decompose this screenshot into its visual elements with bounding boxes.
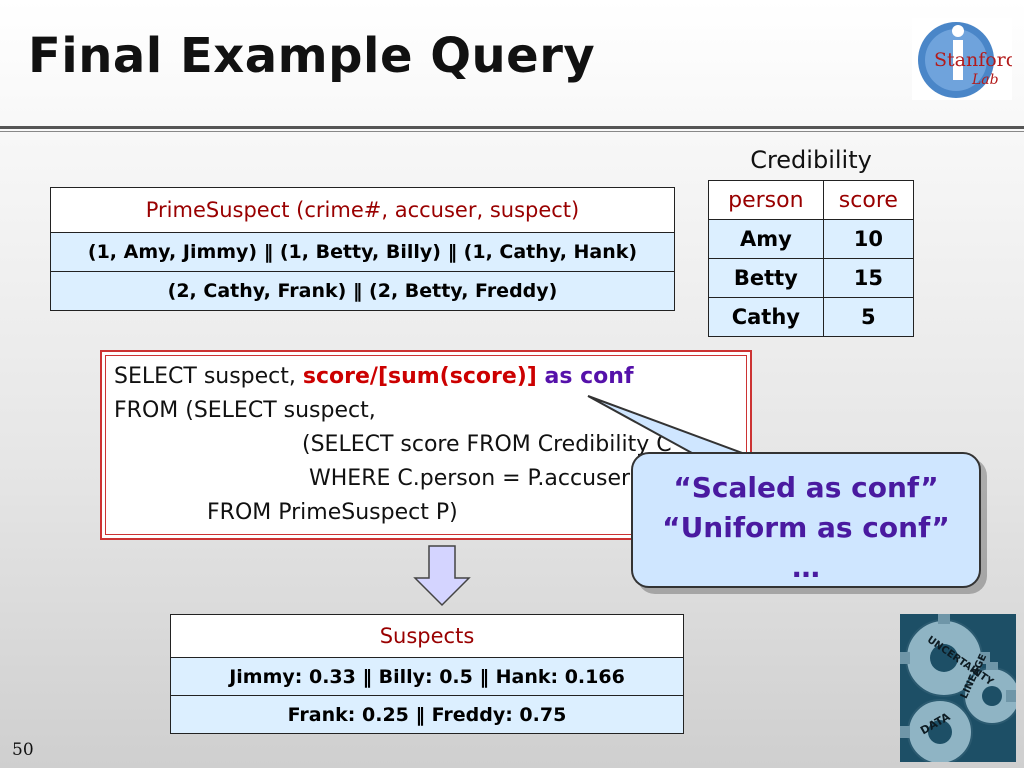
query-select-text: SELECT suspect, [114, 364, 303, 389]
table-row: Betty 15 [708, 258, 915, 298]
down-arrow-icon [413, 545, 471, 607]
table-header-row: PrimeSuspect (crime#, accuser, suspect) [50, 187, 675, 233]
logo-graphic: Stanford Lab [918, 22, 1018, 98]
stanford-lab-logo: Stanford Lab [912, 18, 1018, 100]
page-number: 50 [12, 740, 34, 760]
callout-bubble: “Scaled as conf” “Uniform as conf” … [631, 452, 981, 588]
suspects-table: Suspects Jimmy: 0.33 ‖ Billy: 0.5 ‖ Hank… [170, 614, 684, 734]
slide-title: Final Example Query [28, 28, 596, 84]
table-row: (2, Cathy, Frank) ‖ (2, Betty, Freddy) [50, 271, 675, 311]
column-header: person [708, 180, 824, 220]
table-cell: Jimmy: 0.33 ‖ Billy: 0.5 ‖ Hank: 0.166 [170, 657, 684, 696]
table-header-row: Suspects [170, 614, 684, 658]
table-cell: 10 [822, 219, 915, 259]
query-line-5: FROM PrimeSuspect P) [207, 500, 458, 525]
query-line-3: (SELECT score FROM Credibility C [302, 432, 672, 457]
logo-text-sub: Lab [971, 72, 999, 88]
query-line-2: FROM (SELECT suspect, [114, 398, 376, 423]
table-row: (1, Amy, Jimmy) ‖ (1, Betty, Billy) ‖ (1… [50, 232, 675, 272]
gears-image: UNCERTAINTY LINEAGE DATA [900, 614, 1016, 762]
table-row: Frank: 0.25 ‖ Freddy: 0.75 [170, 695, 684, 734]
table-cell: (2, Cathy, Frank) ‖ (2, Betty, Freddy) [50, 271, 675, 311]
table-header: Suspects [170, 614, 684, 658]
table-row: Cathy 5 [708, 297, 915, 337]
prime-suspect-table: PrimeSuspect (crime#, accuser, suspect) … [50, 187, 675, 311]
credibility-caption: Credibility [750, 146, 872, 174]
table-header: PrimeSuspect (crime#, accuser, suspect) [50, 187, 675, 233]
table-cell: 15 [822, 258, 915, 298]
title-divider [0, 126, 1024, 129]
table-cell: 5 [822, 297, 915, 337]
column-header: score [822, 180, 915, 220]
query-line-4: WHERE C.person = P.accuser) [309, 466, 639, 491]
query-score-expression: score/[sum(score)] [302, 364, 537, 389]
callout-line-scaled: “Scaled as conf” [673, 471, 939, 504]
table-cell: Betty [708, 258, 824, 298]
table-row: Jimmy: 0.33 ‖ Billy: 0.5 ‖ Hank: 0.166 [170, 657, 684, 696]
query-as-conf: as conf [536, 364, 634, 389]
table-cell: Amy [708, 219, 824, 259]
table-row: Amy 10 [708, 219, 915, 259]
callout-pointer-join [700, 454, 786, 460]
gears-graphic: UNCERTAINTY LINEAGE DATA [900, 614, 1016, 762]
table-header-row: person score [708, 180, 915, 220]
query-line-1: SELECT suspect, score/[sum(score)] as co… [114, 364, 634, 389]
callout-line-ellipsis: … [792, 551, 820, 584]
table-cell: Cathy [708, 297, 824, 337]
callout-line-uniform: “Uniform as conf” [662, 511, 950, 544]
title-divider-thin [0, 131, 1024, 132]
credibility-table: person score Amy 10 Betty 15 Cathy 5 [708, 180, 915, 337]
table-cell: (1, Amy, Jimmy) ‖ (1, Betty, Billy) ‖ (1… [50, 232, 675, 272]
logo-text-main: Stanford [934, 49, 1012, 71]
table-cell: Frank: 0.25 ‖ Freddy: 0.75 [170, 695, 684, 734]
